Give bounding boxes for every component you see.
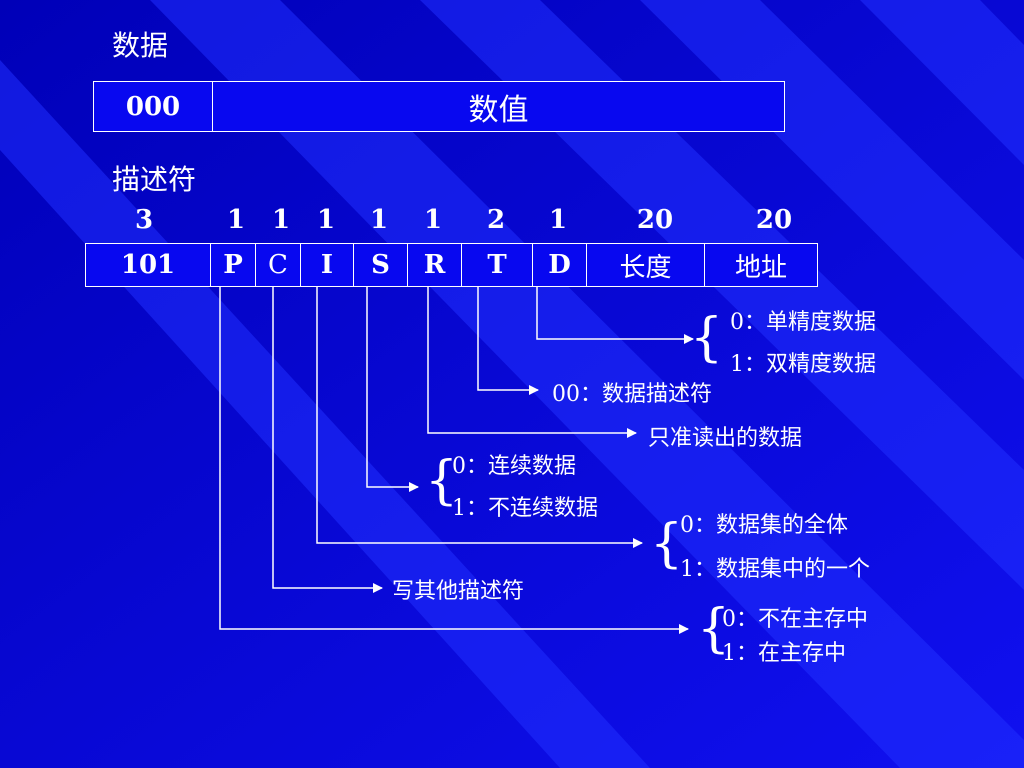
t-note: 00：数据描述符 xyxy=(552,382,712,407)
bit-count: 1 xyxy=(226,205,246,235)
data-title: 数据 xyxy=(112,29,169,62)
bit-count: 2 xyxy=(486,205,506,235)
d-brace: { xyxy=(690,308,724,368)
c-note: 写其他描述符 xyxy=(392,579,525,604)
p-option-1: 1：在主存中 xyxy=(722,641,846,666)
bit-count: 3 xyxy=(134,205,154,235)
p-option-0: 0：不在主存中 xyxy=(722,607,868,632)
i-brace: { xyxy=(650,514,684,574)
descriptor-tag-cell: 101 xyxy=(86,244,211,286)
data-value-cell: 数值 xyxy=(468,92,529,128)
d-option-0: 0：单精度数据 xyxy=(730,310,876,335)
bit-count: 20 xyxy=(755,205,793,235)
i-option-0: 0：数据集的全体 xyxy=(680,513,848,538)
bit-count: 1 xyxy=(369,205,389,235)
s-brace: { xyxy=(425,451,459,511)
s-option-0: 0：连续数据 xyxy=(452,454,576,479)
field-r-cell: R xyxy=(408,244,462,286)
field-i-cell: I xyxy=(301,244,354,286)
address-cell: 地址 xyxy=(734,252,787,283)
descriptor-title: 描述符 xyxy=(112,163,197,196)
s-option-1: 1：不连续数据 xyxy=(452,496,598,521)
field-s-cell: S xyxy=(354,244,408,286)
bit-count: 1 xyxy=(548,205,568,235)
i-option-1: 1：数据集中的一个 xyxy=(680,557,870,582)
bit-count: 1 xyxy=(316,205,336,235)
data-row: 000 数值 xyxy=(93,81,785,132)
bit-count: 1 xyxy=(423,205,443,235)
descriptor-row: 101 P C I S R T D 长度 地址 xyxy=(85,243,818,287)
field-p-cell: P xyxy=(211,244,256,286)
field-c-cell: C xyxy=(256,244,301,286)
r-note: 只准读出的数据 xyxy=(648,426,803,451)
data-tag-cell: 000 xyxy=(94,82,213,131)
field-t-cell: T xyxy=(462,244,533,286)
bit-count: 20 xyxy=(636,205,674,235)
p-brace: { xyxy=(697,599,731,659)
field-d-cell: D xyxy=(533,244,587,286)
bit-count: 1 xyxy=(271,205,291,235)
length-cell: 长度 xyxy=(587,244,705,286)
d-option-1: 1：双精度数据 xyxy=(730,352,876,377)
